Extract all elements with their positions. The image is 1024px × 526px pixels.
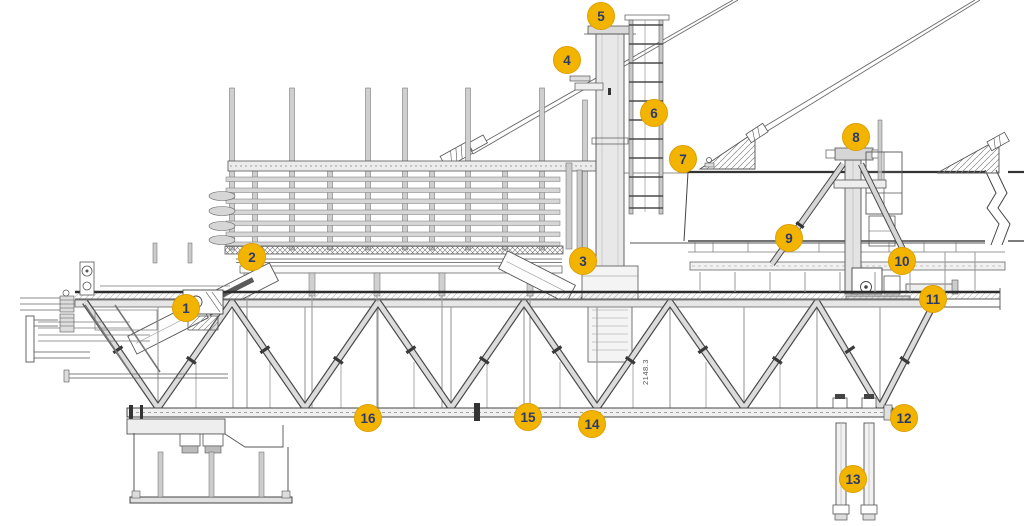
stay-cables bbox=[469, 0, 981, 155]
badge-circle[interactable] bbox=[640, 99, 668, 127]
badge-number: 12 bbox=[896, 411, 911, 426]
callout-badge-1[interactable]: 1 bbox=[172, 294, 200, 322]
callout-badge-6[interactable]: 6 bbox=[640, 99, 668, 127]
deck-anchor-wedge-left-icon bbox=[698, 122, 769, 170]
callout-badge-15[interactable]: 15 bbox=[514, 403, 542, 431]
badge-circle[interactable] bbox=[587, 2, 615, 30]
badge-number: 16 bbox=[360, 411, 376, 426]
callout-badge-8[interactable]: 8 bbox=[842, 123, 870, 151]
badge-number: 9 bbox=[785, 231, 793, 246]
badge-circle[interactable] bbox=[238, 243, 266, 271]
badge-circle[interactable] bbox=[553, 46, 581, 74]
badge-circle[interactable] bbox=[569, 247, 597, 275]
badge-circle[interactable] bbox=[842, 123, 870, 151]
badge-circle[interactable] bbox=[890, 404, 918, 432]
badge-circle[interactable] bbox=[888, 247, 916, 275]
badge-circle[interactable] bbox=[354, 404, 382, 432]
badge-circle[interactable] bbox=[775, 224, 803, 252]
callout-badge-3[interactable]: 3 bbox=[569, 247, 597, 275]
callout-badge-13[interactable]: 13 bbox=[839, 465, 867, 493]
dimension-label: 2148.3 bbox=[641, 359, 650, 385]
badge-number: 2 bbox=[248, 250, 256, 265]
bridge-deck bbox=[624, 168, 1024, 271]
badge-circle[interactable] bbox=[669, 145, 697, 173]
deck-anchor-wedge-right-icon bbox=[936, 131, 1010, 174]
badge-circle[interactable] bbox=[172, 294, 200, 322]
callout-badge-9[interactable]: 9 bbox=[775, 224, 803, 252]
badge-circle[interactable] bbox=[514, 403, 542, 431]
rear-support-legs bbox=[832, 394, 878, 521]
callout-badge-5[interactable]: 5 bbox=[587, 2, 615, 30]
callout-badge-10[interactable]: 10 bbox=[888, 247, 916, 275]
callout-badge-16[interactable]: 16 bbox=[354, 404, 382, 432]
callout-badge-2[interactable]: 2 bbox=[238, 243, 266, 271]
badge-number: 8 bbox=[852, 130, 860, 145]
badge-number: 4 bbox=[563, 53, 571, 68]
badge-circle[interactable] bbox=[578, 410, 606, 438]
badge-number: 1 bbox=[182, 301, 190, 316]
callout-badge-11[interactable]: 11 bbox=[919, 285, 947, 313]
callout-badge-4[interactable]: 4 bbox=[553, 46, 581, 74]
main-truss bbox=[63, 252, 1001, 421]
badge-number: 10 bbox=[894, 254, 909, 269]
badge-circle[interactable] bbox=[919, 285, 947, 313]
callout-badge-14[interactable]: 14 bbox=[578, 410, 606, 438]
badge-number: 11 bbox=[926, 292, 941, 307]
front-mast bbox=[569, 25, 639, 363]
badge-number: 3 bbox=[579, 254, 587, 269]
badge-number: 7 bbox=[679, 152, 687, 167]
badge-number: 13 bbox=[845, 472, 861, 487]
badge-circle[interactable] bbox=[839, 465, 867, 493]
badge-number: 15 bbox=[520, 410, 536, 425]
callout-badge-12[interactable]: 12 bbox=[890, 404, 918, 432]
callout-badge-7[interactable]: 7 bbox=[669, 145, 697, 173]
badge-number: 6 bbox=[650, 106, 658, 121]
badge-number: 5 bbox=[597, 9, 605, 24]
badge-number: 14 bbox=[584, 417, 600, 432]
front-support-foundation bbox=[126, 418, 293, 504]
